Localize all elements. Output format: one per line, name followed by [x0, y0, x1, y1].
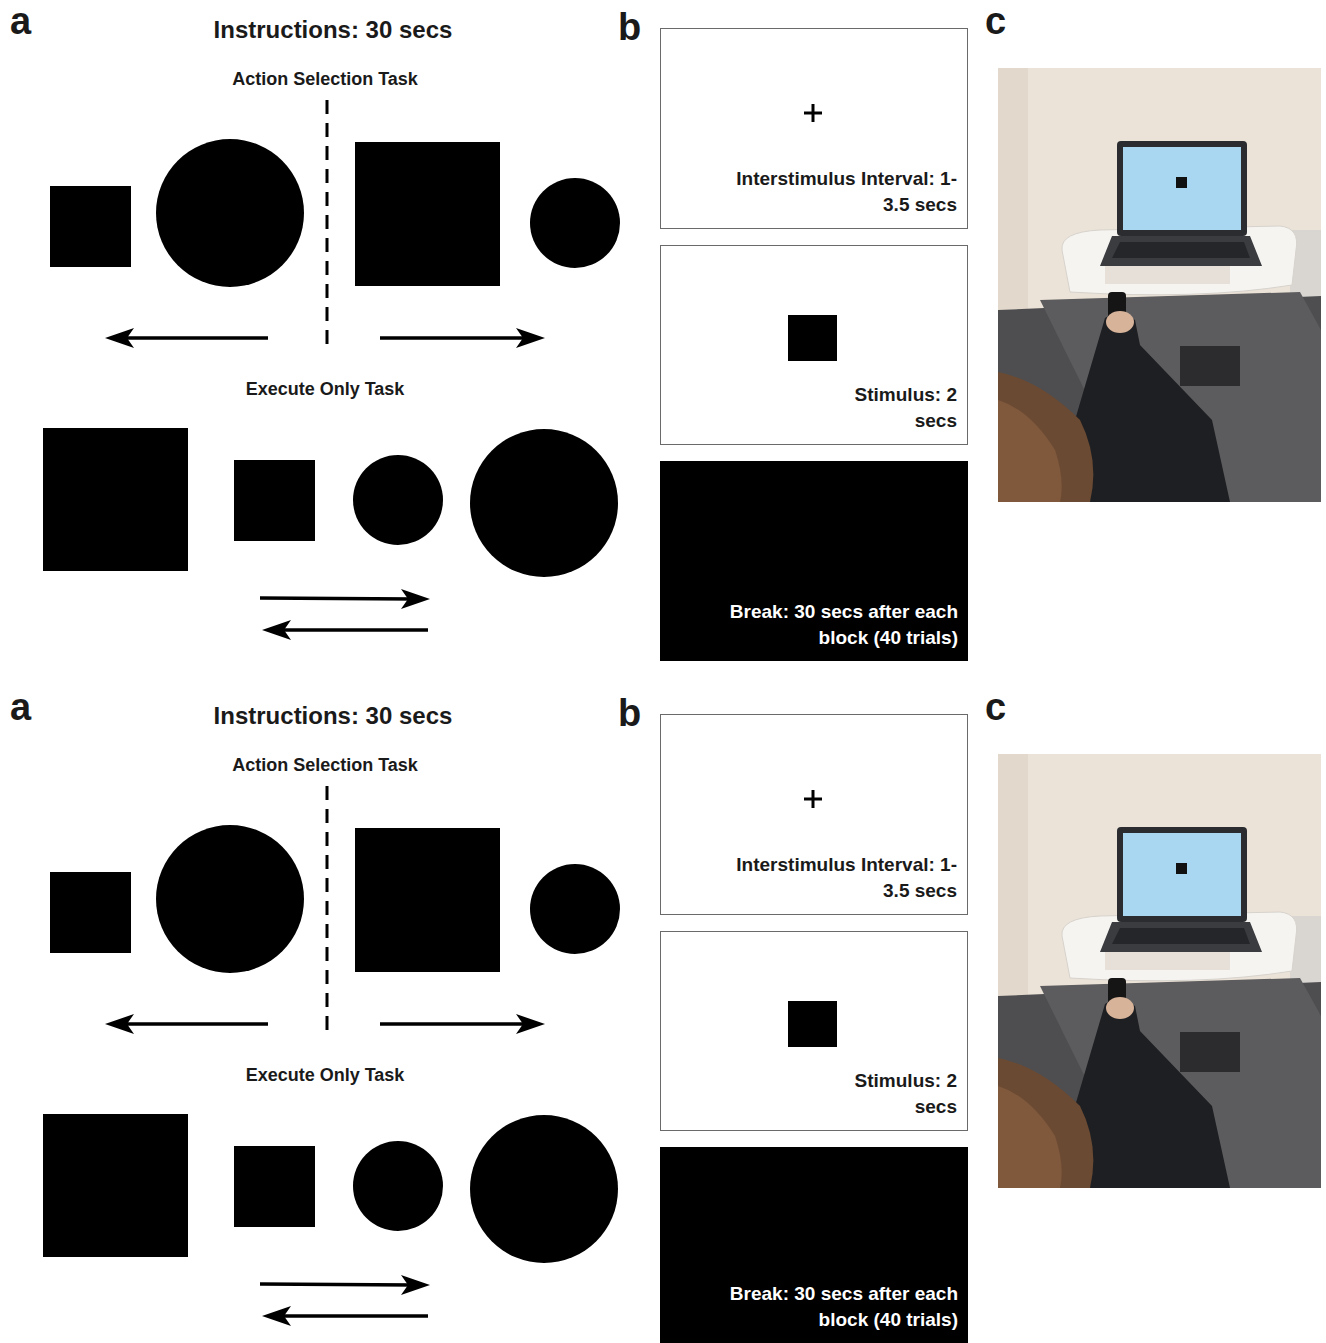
stimulus-panel: Stimulus: 2 secs: [660, 245, 968, 445]
task-heading: Execute Only Task: [246, 379, 405, 400]
panel-caption: Break: 30 secs after each block (40 tria…: [726, 599, 958, 651]
panel-caption: Interstimulus Interval: 1-3.5 secs: [715, 166, 957, 218]
task-heading: Action Selection Task: [232, 69, 418, 90]
panel-letter: c: [985, 686, 1006, 730]
interval-panel: Interstimulus Interval: 1-3.5 secs: [660, 714, 968, 915]
panel-letter: a: [10, 0, 31, 44]
panel-caption: Stimulus: 2 secs: [853, 1068, 957, 1120]
panel-letter: a: [10, 686, 31, 730]
break-panel: Break: 30 secs after each block (40 tria…: [660, 461, 968, 661]
panel-letter: b: [618, 692, 641, 736]
instruction-heading: Instructions: 30 secs: [214, 16, 453, 44]
panel-caption: Break: 30 secs after each block (40 tria…: [726, 1281, 958, 1333]
interval-panel: Interstimulus Interval: 1-3.5 secs: [660, 28, 968, 229]
instruction-heading: Instructions: 30 secs: [214, 702, 453, 730]
panel-caption: Interstimulus Interval: 1-3.5 secs: [715, 852, 957, 904]
panel-letter: b: [618, 6, 641, 50]
task-heading: Execute Only Task: [246, 1065, 405, 1086]
panel-letter: c: [985, 0, 1006, 44]
task-heading: Action Selection Task: [232, 755, 418, 776]
panel-caption: Stimulus: 2 secs: [853, 382, 957, 434]
break-panel: Break: 30 secs after each block (40 tria…: [660, 1147, 968, 1343]
stimulus-panel: Stimulus: 2 secs: [660, 931, 968, 1131]
